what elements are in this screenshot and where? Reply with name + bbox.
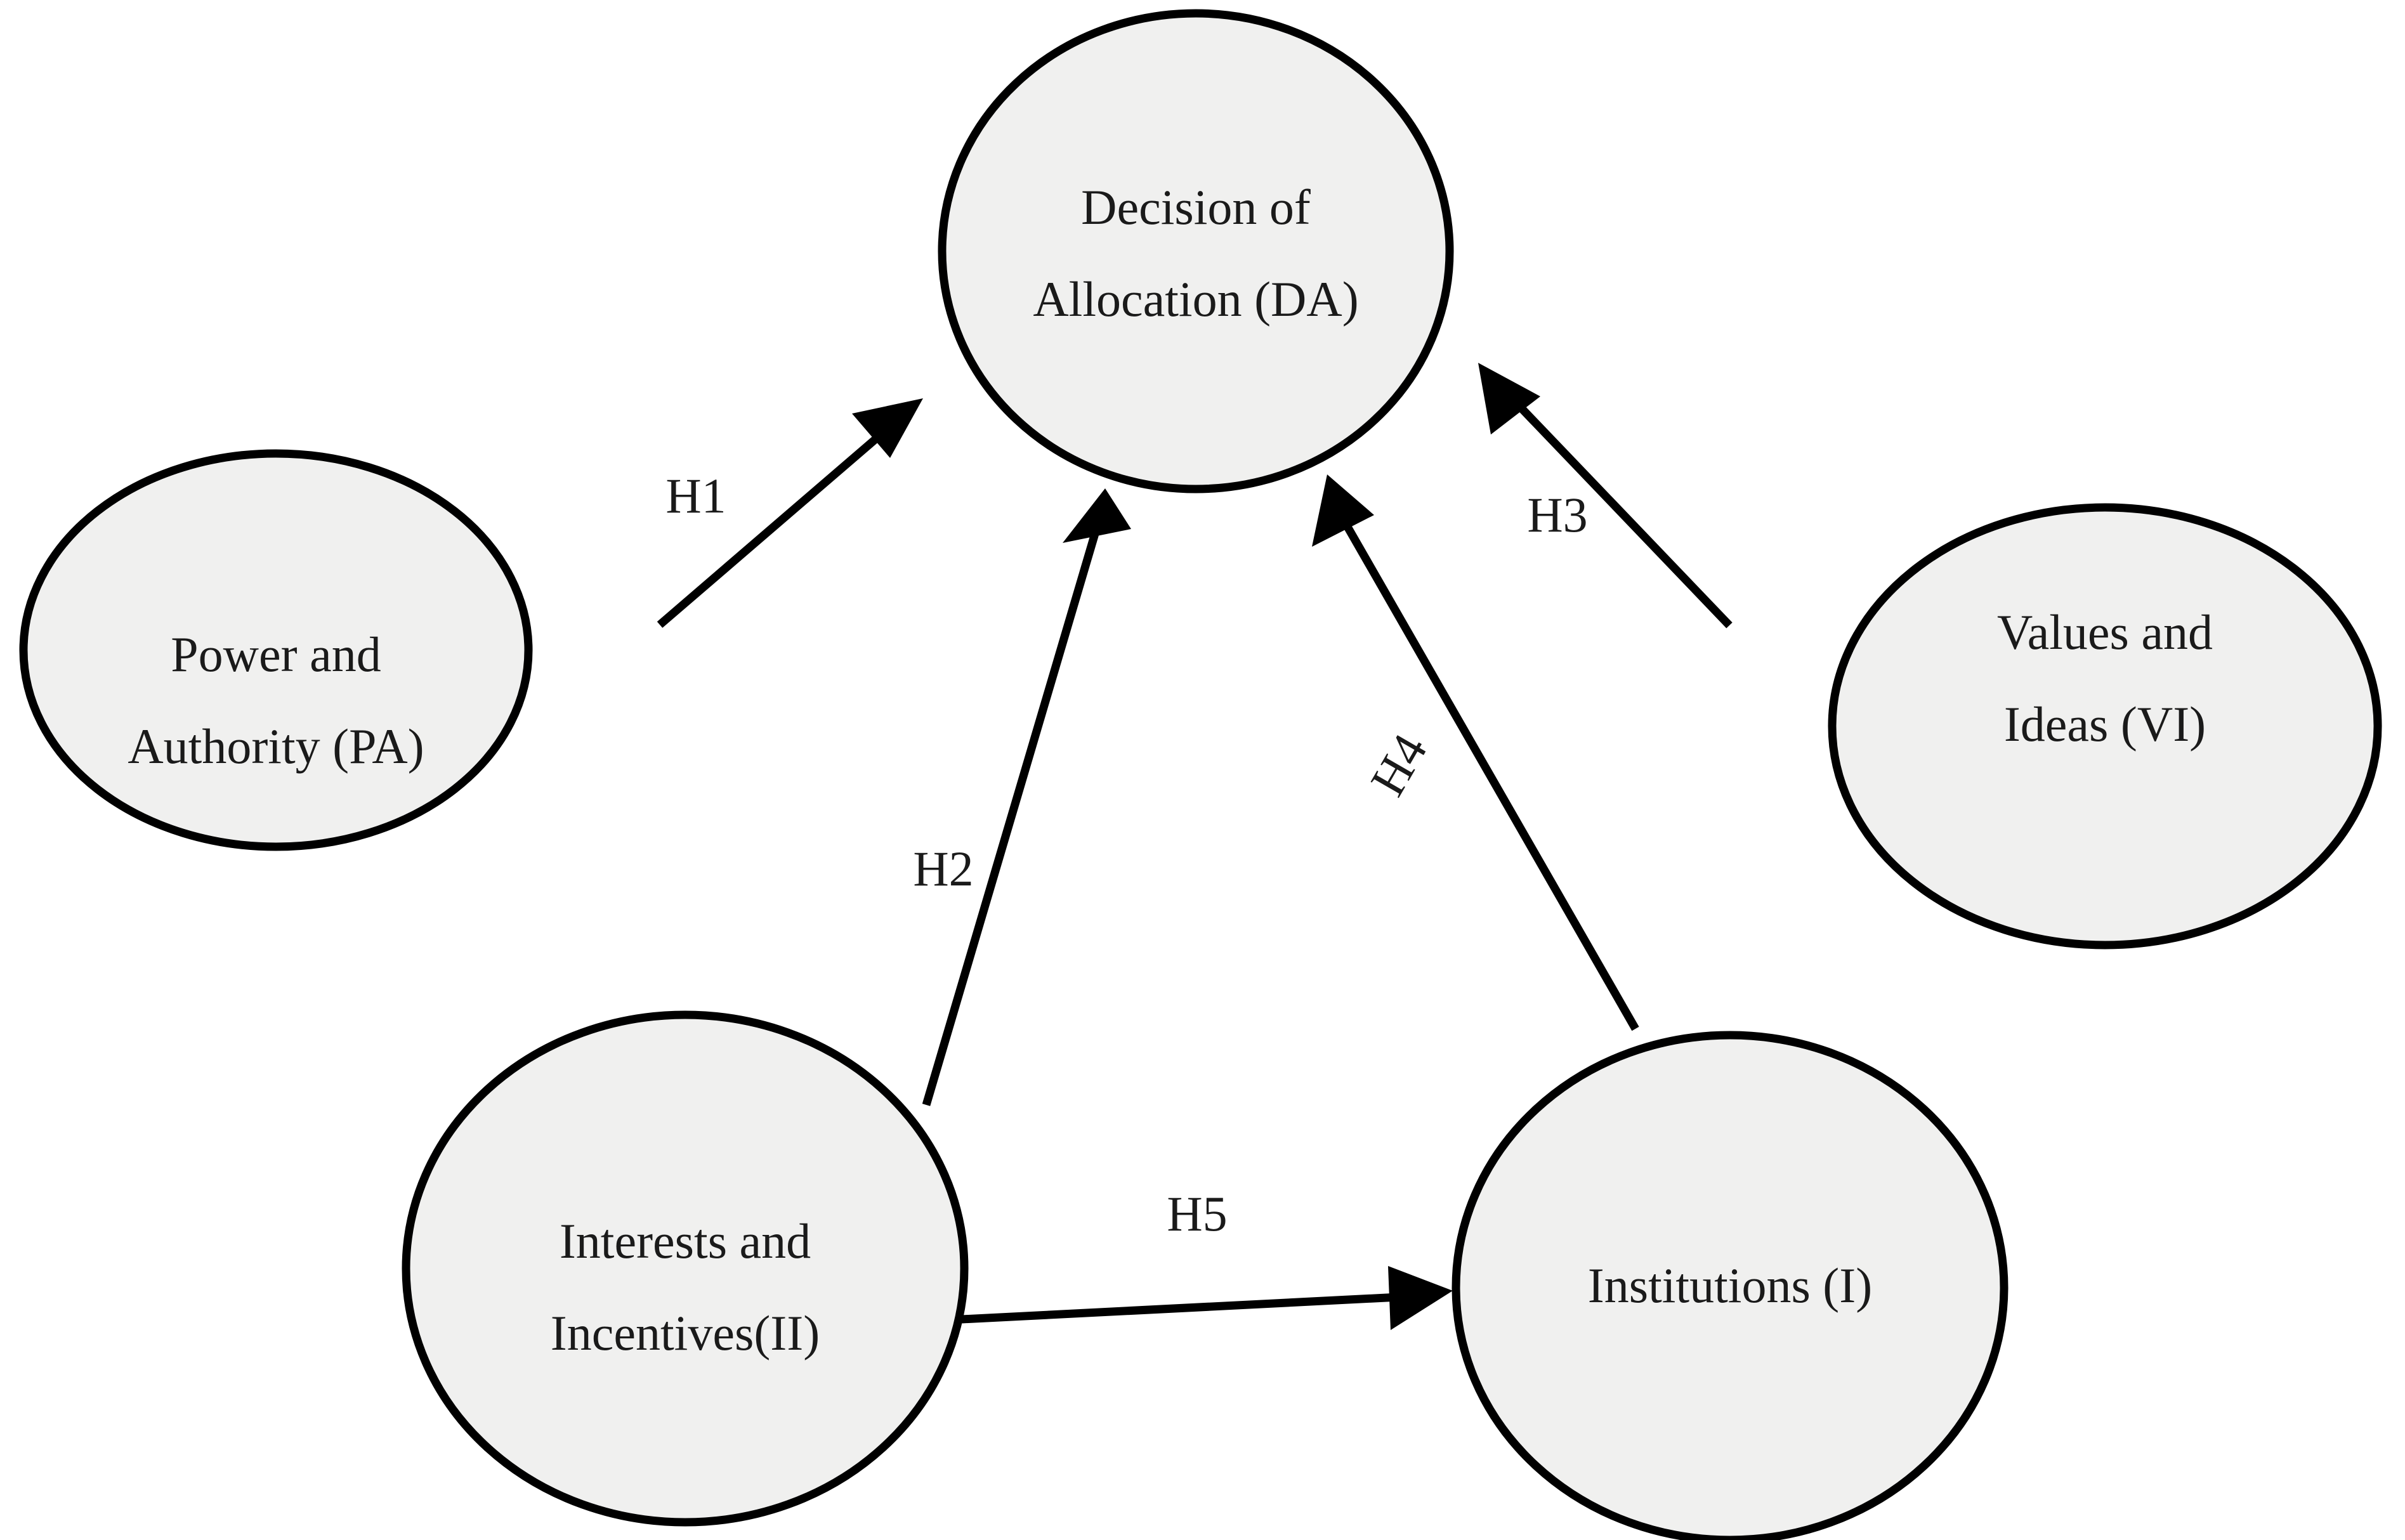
node-interests-and-incentives-label-line1: Interests and <box>560 1213 811 1269</box>
edge-h5-arrowhead <box>1388 1266 1453 1330</box>
node-power-and-authority-label-line1: Power and <box>171 627 381 682</box>
node-institutions[interactable]: Institutions (I) <box>1452 1031 2009 1540</box>
edge-h2-arrowhead <box>1063 488 1131 543</box>
edge-label-h3: H3 <box>1527 487 1587 542</box>
node-power-and-authority[interactable]: Power and Authority (PA) <box>19 449 533 851</box>
node-interests-and-incentives[interactable]: Interests and Incentives(II) <box>402 1010 969 1527</box>
edge-h3-line <box>1499 385 1733 629</box>
edge-h4[interactable] <box>1312 474 1639 1031</box>
edge-label-h5: H5 <box>1167 1186 1227 1241</box>
node-institutions-label-line1: Institutions (I) <box>1588 1258 1872 1313</box>
edge-h1-line <box>657 414 904 628</box>
edge-h3[interactable] <box>1478 363 1733 629</box>
edge-h5-line <box>961 1293 1399 1324</box>
node-values-and-ideas-label-line2: Ideas (VI) <box>2004 696 2206 752</box>
edge-label-h2: H2 <box>913 841 973 896</box>
node-institutions-shape <box>1452 1031 2009 1540</box>
edge-h3-arrowhead <box>1478 363 1540 434</box>
edge-h4-line <box>1340 518 1639 1031</box>
node-power-and-authority-label-line2: Authority (PA) <box>128 719 424 774</box>
node-decision-of-allocation-label-line1: Decision of <box>1081 179 1311 235</box>
edge-h2-line <box>922 530 1100 1106</box>
node-values-and-ideas-shape <box>1828 503 2382 949</box>
node-power-and-authority-shape <box>19 449 533 851</box>
edges-layer <box>657 363 1733 1330</box>
node-decision-of-allocation[interactable]: Decision of Allocation (DA) <box>938 9 1454 493</box>
node-interests-and-incentives-shape <box>402 1010 969 1527</box>
edge-h1[interactable] <box>657 398 923 628</box>
node-decision-of-allocation-label-line2: Allocation (DA) <box>1033 271 1358 327</box>
edge-labels-layer: H1 H2 H3 H4 H5 <box>665 468 1587 1241</box>
nodes-layer: Decision of Allocation (DA) Power and Au… <box>19 9 2382 1540</box>
edge-h5[interactable] <box>961 1266 1453 1330</box>
node-interests-and-incentives-label-line2: Incentives(II) <box>551 1305 820 1361</box>
edge-h1-arrowhead <box>852 398 923 458</box>
edge-label-h4: H4 <box>1360 725 1438 805</box>
node-values-and-ideas[interactable]: Values and Ideas (VI) <box>1828 503 2382 949</box>
edge-h2[interactable] <box>922 488 1131 1106</box>
node-decision-of-allocation-shape <box>938 9 1454 493</box>
edge-label-h1: H1 <box>665 468 726 523</box>
edge-h4-arrowhead <box>1312 474 1374 547</box>
node-values-and-ideas-label-line1: Values and <box>1997 604 2213 660</box>
